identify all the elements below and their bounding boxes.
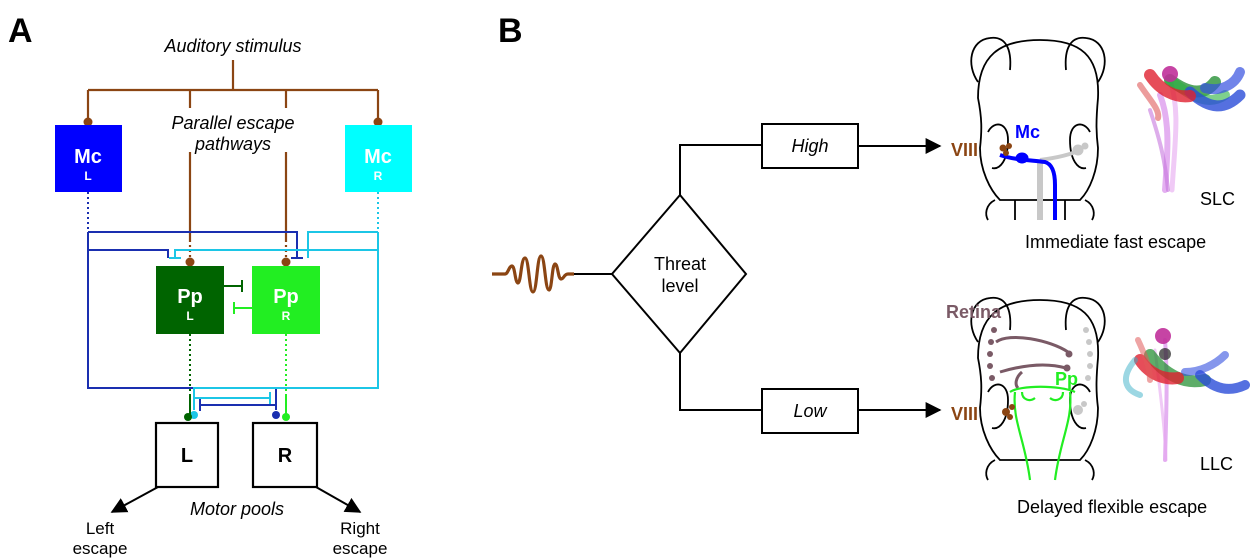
- retina-terminal-2: [1063, 364, 1071, 372]
- high-label: High: [791, 136, 828, 156]
- retina-terminal-1: [1065, 350, 1073, 358]
- right-escape-line1: Right: [340, 519, 380, 538]
- bottom-viii-label: VIII: [951, 404, 978, 424]
- larva-head-top: [970, 36, 1106, 221]
- mc-right-box: Mc R: [345, 125, 412, 192]
- high-box: High: [761, 123, 859, 169]
- slc-larva-trace: [1137, 67, 1246, 193]
- motor-pool-left-label: L: [181, 445, 193, 467]
- pp-left-box: Pp L: [156, 266, 224, 334]
- left-escape-line2: escape: [73, 539, 128, 558]
- pp-left-label: Pp: [177, 286, 203, 308]
- right-escape-arrow: [315, 486, 362, 513]
- llc-larva-trace: [1123, 337, 1250, 462]
- green-pp-neuron: [1009, 385, 1076, 481]
- llc-larva-center: [1159, 348, 1171, 360]
- mc-left-box: Mc L: [55, 125, 122, 192]
- larva-head-bottom: [970, 296, 1106, 481]
- parallel-pathways-line1: Parallel escape: [171, 113, 294, 133]
- auditory-stimulus-label: Auditory stimulus: [163, 36, 301, 56]
- threat-level-line2: level: [661, 276, 698, 296]
- panel-a-letter: A: [8, 12, 33, 50]
- llc-larva-head: [1155, 328, 1171, 344]
- pp-left-sub: L: [186, 309, 193, 323]
- top-viii-label: VIII: [951, 140, 978, 160]
- low-label: Low: [793, 401, 827, 421]
- pp-right-terminal: [282, 413, 290, 421]
- viii-nerve-top: [999, 143, 1012, 156]
- bottom-pp-label: Pp: [1055, 369, 1078, 389]
- panel-a: A Auditory stimulus Parallel escape path…: [8, 12, 412, 558]
- mc-right-label: Mc: [364, 146, 392, 168]
- slc-label: SLC: [1200, 189, 1235, 209]
- branch-lines: [679, 144, 762, 411]
- mc-left-terminal: [272, 411, 280, 419]
- retina-dots-gray: [1083, 327, 1093, 381]
- low-box: Low: [761, 388, 859, 434]
- gray-mc-right: [1037, 142, 1089, 220]
- pp-right-box: Pp R: [252, 266, 320, 334]
- stimulus-lines: [86, 60, 380, 258]
- retina-label: Retina: [946, 302, 1002, 322]
- panel-b-letter: B: [498, 12, 523, 50]
- pp-left-terminal: [184, 413, 192, 421]
- left-escape-arrow: [110, 486, 159, 513]
- pp-right-label: Pp: [273, 286, 299, 308]
- gray-viii-right: [1073, 401, 1087, 415]
- parallel-pathways-line2: pathways: [194, 134, 271, 154]
- threat-level-line1: Threat: [654, 254, 706, 274]
- delayed-escape-label: Delayed flexible escape: [1017, 497, 1207, 517]
- mc-right-pathways: [169, 192, 379, 410]
- threat-level-diamond: [610, 193, 748, 355]
- mc-left-label: Mc: [74, 146, 102, 168]
- retina-dots: [987, 327, 997, 381]
- viii-nerve-bottom: [1002, 404, 1015, 420]
- mc-right-sub: R: [374, 169, 383, 183]
- sound-wave-icon: [492, 254, 574, 294]
- blue-mc-neuron: [999, 152, 1057, 220]
- llc-label: LLC: [1200, 454, 1233, 474]
- retina-projections: [995, 335, 1069, 390]
- mc-left-sub: L: [84, 169, 91, 183]
- left-escape-line1: Left: [86, 519, 115, 538]
- right-escape-line2: escape: [333, 539, 388, 558]
- motor-pool-right: R: [251, 421, 319, 489]
- pp-mutual-inhibition: [224, 280, 252, 314]
- motor-pool-right-label: R: [278, 445, 293, 467]
- slc-larva-head: [1162, 66, 1178, 82]
- top-mc-label: Mc: [1015, 122, 1040, 142]
- immediate-escape-label: Immediate fast escape: [1025, 232, 1206, 252]
- motor-pool-left: L: [154, 421, 220, 489]
- stimulus-terminals: [83, 117, 383, 267]
- pp-right-sub: R: [282, 309, 291, 323]
- pp-outputs: [189, 334, 287, 415]
- motor-pools-label: Motor pools: [190, 499, 284, 519]
- panel-b: B Threat level High Low: [492, 12, 1250, 517]
